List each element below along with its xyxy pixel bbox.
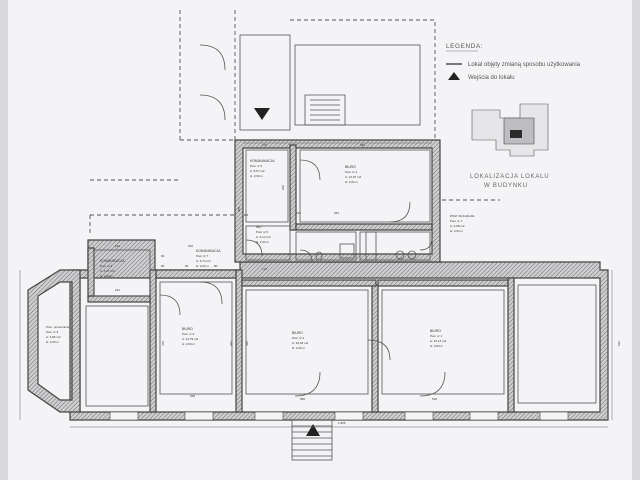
- room-name: KOMUNIKACJA: [250, 159, 275, 163]
- room-height: H: 2,63 m: [450, 229, 464, 233]
- room-height: H: 2,63 m: [196, 264, 210, 268]
- room-height: H: 2,63 m: [292, 346, 306, 350]
- room-height: H: 2,63 m: [182, 342, 196, 346]
- dim-586: 586: [300, 397, 305, 401]
- room-number: Pom nr 4: [345, 170, 358, 174]
- room-area: A: 3,86 m2: [46, 335, 61, 339]
- room-area: A: 3,98 m2: [450, 224, 465, 228]
- dim-214: 214: [115, 244, 120, 248]
- room-label-komunikacja-mid: KOMUNIKACJA Pom nr 7 A: 3,73 m2 H: 2,63 …: [196, 249, 221, 268]
- door-swings: [159, 159, 446, 397]
- room-area: A: 4,57 m2: [100, 269, 115, 273]
- room-number: Pom nr 1: [430, 334, 443, 338]
- entrance-triangle-top: [254, 108, 270, 120]
- fixtures: [315, 231, 417, 261]
- room-outlines: [85, 149, 597, 407]
- upper-structure: [199, 34, 421, 131]
- room-area: A: 3,14 m2: [256, 235, 271, 239]
- dim-548: 548: [190, 394, 195, 398]
- room-height: H: 2,63 m: [430, 344, 444, 348]
- room-area: A: 16,14 m2: [430, 339, 447, 343]
- dim-80: 80: [214, 264, 218, 268]
- room-height: H: 2,63 m: [100, 274, 114, 278]
- dim-1805: 1 805: [338, 421, 346, 425]
- room-label-pom-pomocnicze: Pom. pomocnicze Pom nr 9 A: 3,86 m2 H: 2…: [46, 325, 70, 344]
- room-number: Pom nr 2: [292, 336, 305, 340]
- room-area: A: 3,73 m2: [196, 259, 211, 263]
- room-area: A: 18,18 m2: [292, 341, 309, 345]
- room-area: A: 8,57 m2: [250, 169, 265, 173]
- dim-260: 260: [281, 185, 285, 190]
- dim-518: 518: [432, 397, 437, 401]
- room-label-komunikacja-left: KOMUNIKACJA Pom nr 8 A: 4,57 m2 H: 2,63 …: [100, 259, 125, 278]
- room-name: KOMUNIKACJA: [196, 249, 221, 253]
- room-name: BIURO: [345, 165, 356, 169]
- legend-item-line: Lokal objęty zmianą sposobu użytkowania: [468, 62, 581, 68]
- window-markers: [109, 411, 569, 421]
- room-number: Pom nr 7: [196, 254, 209, 258]
- dim-170: 170: [262, 143, 267, 147]
- room-label-komunikacja-top: KOMUNIKACJA Pom nr 5 A: 8,57 m2 H: 2,63 …: [250, 159, 275, 178]
- room-height: H: 2,63 m: [256, 240, 270, 244]
- dim-281: 281: [334, 211, 339, 215]
- dim-382: 382: [360, 143, 365, 147]
- dimension-lines: [19, 142, 613, 428]
- room-height: H: 2,63 m: [250, 174, 264, 178]
- dim-90a: 90: [161, 254, 165, 258]
- room-height: H: 2,63 m: [345, 180, 359, 184]
- room-name: Pom. pomocnicze: [46, 325, 70, 329]
- room-number: Pom nr 3: [182, 332, 195, 336]
- interior-walls: [87, 247, 515, 413]
- room-label-biuro-1: BIURO Pom nr 1 A: 16,14 m2 H: 2,63 m: [430, 329, 447, 348]
- dim-470: 470: [161, 341, 165, 346]
- dim-522: 522: [617, 341, 621, 346]
- room-number: Pom nr 7: [450, 219, 463, 223]
- legend-item-entrance: Wejścia do lokalu: [468, 75, 515, 81]
- room-number: Pom nr 9: [46, 330, 59, 334]
- legend: LEGENDA: Lokal objęty zmianą sposobu uży…: [446, 43, 581, 81]
- upper-floor-outline-dashed: [89, 10, 500, 235]
- dim-422: 422: [229, 341, 233, 346]
- room-label-biuro-4: BIURO Pom nr 4 A: 14,97 m2 H: 2,63 m: [345, 165, 362, 184]
- room-name: POM. SOCJALNE: [450, 214, 474, 218]
- dim-350: 350: [245, 341, 249, 346]
- room-label-biuro-3: BIURO Pom nr 3 A: 10,79 m2 H: 2,63 m: [182, 327, 199, 346]
- room-label-wc: WC Pom nr 6 A: 3,14 m2 H: 2,63 m: [256, 225, 271, 244]
- dim-222: 222: [296, 211, 301, 215]
- room-name: WC: [256, 225, 262, 229]
- room-number: Pom nr 8: [100, 264, 113, 268]
- dim-405: 405: [237, 207, 241, 212]
- room-name: BIURO: [182, 327, 193, 331]
- room-name: KOMUNIKACJA: [100, 259, 125, 263]
- room-area: A: 10,79 m2: [182, 337, 199, 341]
- room-number: Pom nr 6: [256, 230, 269, 234]
- room-height: H: 2,63 m: [46, 340, 60, 344]
- location-line2: W BUDYNKU: [484, 183, 528, 189]
- room-name: BIURO: [292, 331, 303, 335]
- entrance-triangle-bottom: [306, 424, 320, 436]
- dim-221: 221: [115, 288, 120, 292]
- legend-entrance-triangle: [448, 72, 460, 80]
- dim-176: 176: [262, 267, 267, 271]
- dim-90b: 90: [161, 264, 165, 268]
- room-label-pom-socjalne: POM. SOCJALNE Pom nr 7 A: 3,98 m2 H: 2,6…: [450, 214, 474, 233]
- upper-walls: [234, 139, 441, 263]
- room-number: Pom nr 5: [250, 164, 263, 168]
- room-area: A: 14,97 m2: [345, 175, 362, 179]
- location-line1: LOKALIZACJA LOKALU: [470, 174, 549, 180]
- dimension-labels: 170 382 405 260 214 246 221 176 470 422 …: [115, 143, 621, 425]
- dim-246: 246: [188, 244, 193, 248]
- legend-title: LEGENDA:: [446, 43, 483, 50]
- location-miniplan: LOKALIZACJA LOKALU W BUDYNKU: [470, 103, 549, 189]
- room-name: BIURO: [430, 329, 441, 333]
- dim-60: 60: [185, 264, 189, 268]
- room-label-biuro-2: BIURO Pom nr 2 A: 18,18 m2 H: 2,63 m: [292, 331, 309, 350]
